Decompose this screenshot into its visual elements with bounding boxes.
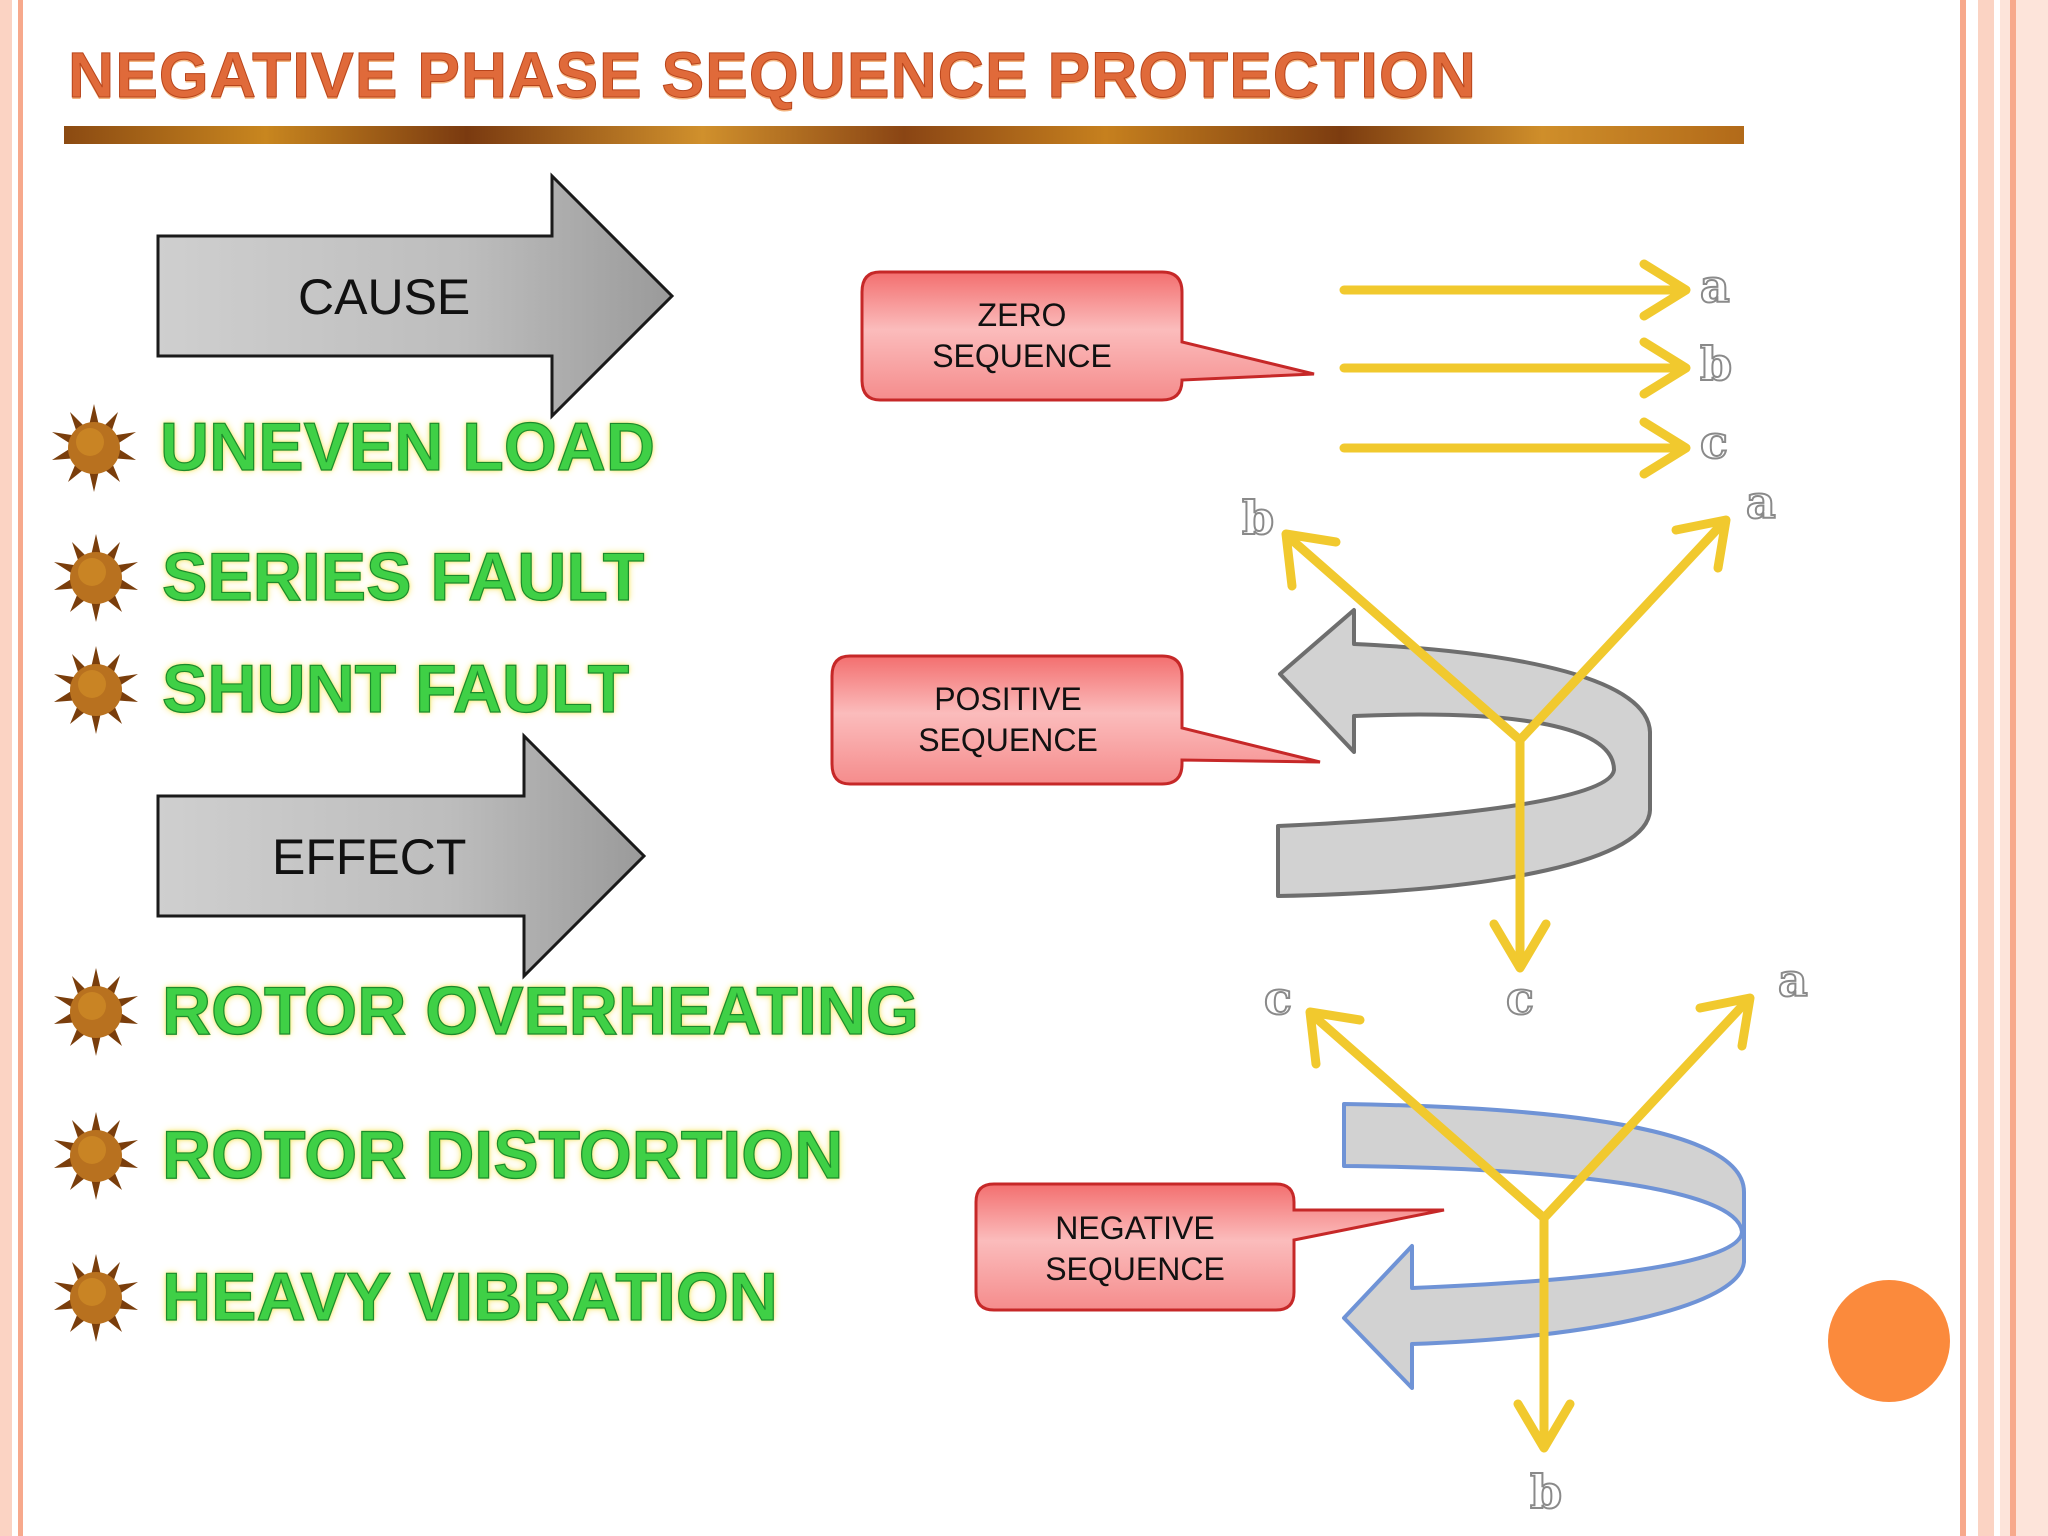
callout-zero-line1: ZERO (977, 297, 1067, 333)
sun-burst-icon (54, 646, 138, 734)
callout-zero-line2: SEQUENCE (932, 338, 1112, 374)
negative-sequence-phasors (1305, 993, 1755, 1453)
effect-item-text: ROTOR OVERHEATING (161, 972, 919, 1049)
callout-positive-text: POSITIVE SEQUENCE (848, 679, 1168, 761)
title-underline-bar (64, 126, 1744, 144)
positive-sequence-phasors (1281, 515, 1731, 973)
sun-burst-icon (54, 1254, 138, 1342)
right-border-line (1960, 0, 1966, 1536)
negative-rotation-arrow (1342, 1102, 1746, 1390)
cause-arrow (156, 172, 675, 420)
cause-item-text: UNEVEN LOAD (159, 408, 655, 485)
effect-arrow (156, 732, 647, 980)
cause-item-text: SHUNT FAULT (161, 650, 630, 727)
sun-burst-icon (54, 968, 138, 1056)
right-border-band (1978, 0, 1994, 1536)
effect-item-text: ROTOR DISTORTION (161, 1116, 844, 1193)
negative-phase-label-down: b (1530, 1465, 1562, 1519)
positive-phase-label-down: c (1506, 971, 1534, 1025)
positive-phase-label-left: b (1242, 491, 1274, 545)
zero-phase-label-b: b (1700, 337, 1732, 391)
negative-phase-label-right: a (1778, 953, 1808, 1007)
right-border-edge (2000, 0, 2048, 1536)
sun-burst-icon (54, 534, 138, 622)
left-border-line (18, 0, 23, 1536)
callout-zero-sequence (860, 270, 1315, 402)
cause-item-text: SERIES FAULT (161, 538, 645, 615)
callout-negative-line1: NEGATIVE (1055, 1210, 1215, 1246)
sun-burst-icon (52, 404, 136, 492)
effect-label: EFFECT (272, 829, 467, 885)
decorative-orange-circle (1828, 1280, 1950, 1402)
positive-rotation-arrow (1276, 608, 1652, 898)
slide-title: NEGATIVE PHASE SEQUENCE PROTECTION (68, 39, 1477, 112)
callout-zero-text: ZERO SEQUENCE (862, 295, 1182, 377)
left-border-band (0, 0, 12, 1536)
callout-positive-line2: SEQUENCE (918, 722, 1098, 758)
zero-sequence-phasors (1339, 259, 1691, 479)
positive-phase-label-right: a (1746, 475, 1776, 529)
zero-phase-label-c: c (1700, 415, 1728, 469)
zero-phase-label-a: a (1700, 259, 1730, 313)
negative-phase-label-left: c (1264, 971, 1292, 1025)
effect-item-text: HEAVY VIBRATION (161, 1258, 778, 1335)
sun-burst-icon (54, 1112, 138, 1200)
callout-positive-sequence (830, 654, 1321, 786)
callout-positive-line1: POSITIVE (934, 681, 1082, 717)
right-border-line-outer (2010, 0, 2016, 1536)
callout-negative-line2: SEQUENCE (1045, 1251, 1225, 1287)
cause-label: CAUSE (298, 269, 471, 325)
callout-negative-text: NEGATIVE SEQUENCE (975, 1208, 1295, 1290)
callout-negative-sequence (974, 1182, 1445, 1312)
